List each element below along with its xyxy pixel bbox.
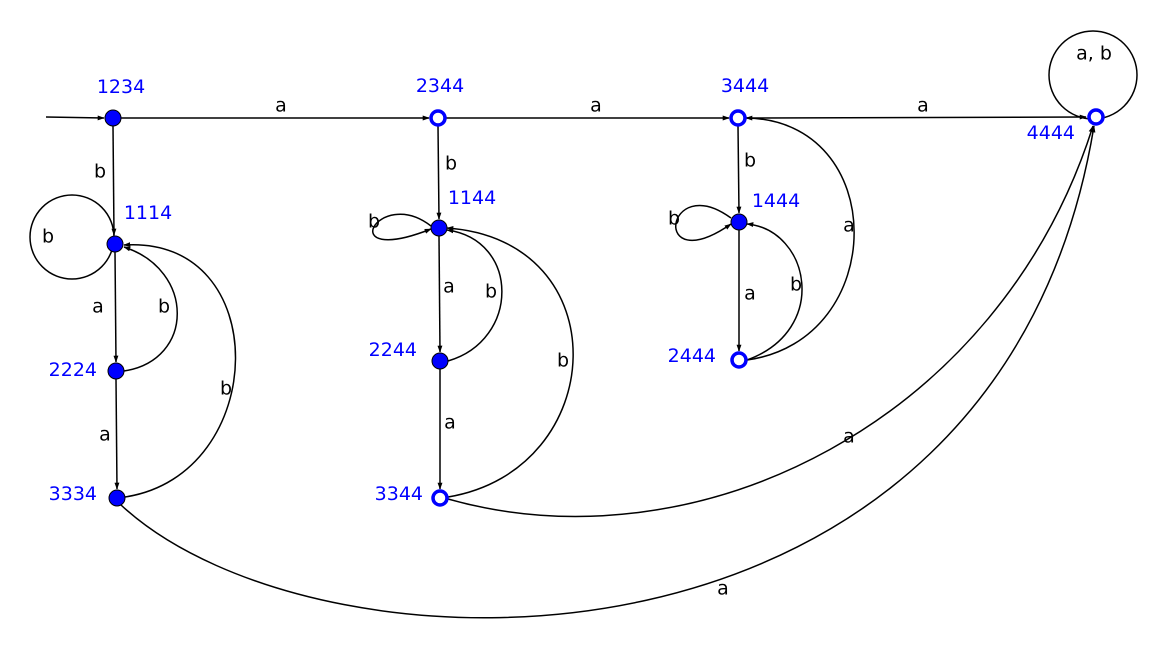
state-3444-accepting	[729, 109, 747, 127]
transition-3344-4444-label: a	[843, 426, 855, 448]
transition-2344-1144	[436, 125, 442, 220]
transition-3334-1114	[123, 242, 237, 498]
transition-4444-4444-label: a, b	[1076, 43, 1112, 65]
state-3344-label: 3344	[375, 483, 423, 505]
transition-2224-1114-label: b	[158, 296, 170, 318]
transition-3344-1144-label: b	[557, 350, 569, 372]
state-1114-label: 1114	[124, 202, 172, 224]
initial-arrow	[45, 115, 105, 121]
state-3444-label: 3444	[721, 75, 769, 97]
labels-layer: a a a a, b b b a b a b a b b a b a b a b b a b a 1234 1114 2224 33…	[42, 43, 1112, 600]
transition-2224-1114	[123, 246, 178, 372]
state-2344-label: 2344	[416, 75, 464, 97]
state-2244	[431, 352, 449, 370]
transition-1444-1444-label: b	[668, 208, 680, 230]
transition-1444-2444-label: a	[744, 283, 756, 305]
state-3334	[108, 489, 126, 507]
state-1234-label: 1234	[97, 76, 145, 98]
transition-1144-1144	[372, 213, 432, 241]
state-1234	[104, 109, 122, 127]
transition-2344-3444-label: a	[590, 95, 602, 117]
transition-2244-3344-label: a	[444, 412, 456, 434]
transition-2244-1144	[446, 228, 503, 362]
state-4444-label: 4444	[1027, 122, 1075, 144]
state-2224-label: 2224	[49, 359, 97, 381]
transition-1144-1144-label: b	[368, 211, 380, 233]
transition-3444-1444	[736, 125, 742, 214]
transition-1444-1444	[675, 204, 732, 242]
transition-2244-1144-label: b	[485, 281, 497, 303]
transition-2444-3444-label: a	[843, 215, 855, 237]
transition-1144-2244	[437, 235, 443, 353]
transition-3444-1444-label: b	[744, 150, 756, 172]
state-2444-accepting	[730, 351, 748, 369]
transition-1234-1114	[111, 125, 117, 236]
transition-3344-1144	[446, 226, 574, 498]
transition-1234-2344-label: a	[275, 95, 287, 117]
state-1444	[730, 213, 748, 231]
transition-3334-1114-label: b	[220, 378, 232, 400]
transition-1144-2244-label: a	[443, 276, 455, 298]
state-3344-accepting	[431, 489, 449, 507]
transition-1114-2224-label: a	[92, 296, 104, 318]
states-layer	[104, 108, 1105, 507]
state-1144-label: 1144	[448, 187, 496, 209]
transition-2344-1144-label: b	[445, 153, 457, 175]
state-2444-label: 2444	[668, 345, 716, 367]
transition-2224-3334-label: a	[99, 424, 111, 446]
transition-3444-4444	[745, 114, 1087, 120]
transition-3444-4444-label: a	[917, 95, 929, 117]
transition-2444-1444-label: b	[790, 274, 802, 296]
transition-3344-4444	[447, 125, 1094, 518]
state-2344-accepting	[429, 109, 447, 127]
transition-3334-4444	[120, 125, 1096, 619]
state-2224	[107, 362, 125, 380]
state-1114	[106, 235, 124, 253]
transition-2224-3334	[114, 378, 120, 490]
state-4444-accepting	[1087, 108, 1105, 126]
transition-1114-1114-label: b	[42, 226, 54, 248]
state-2244-label: 2244	[369, 339, 417, 361]
transition-1114-2224	[113, 251, 119, 363]
state-3334-label: 3334	[49, 483, 97, 505]
state-1444-label: 1444	[752, 190, 800, 212]
state-1144	[430, 219, 448, 237]
transition-3334-4444-label: a	[717, 578, 729, 600]
transition-2444-3444	[745, 115, 855, 361]
transitions-layer	[29, 30, 1138, 619]
transition-1234-1114-label: b	[94, 161, 106, 183]
transition-2444-1444	[746, 222, 803, 361]
